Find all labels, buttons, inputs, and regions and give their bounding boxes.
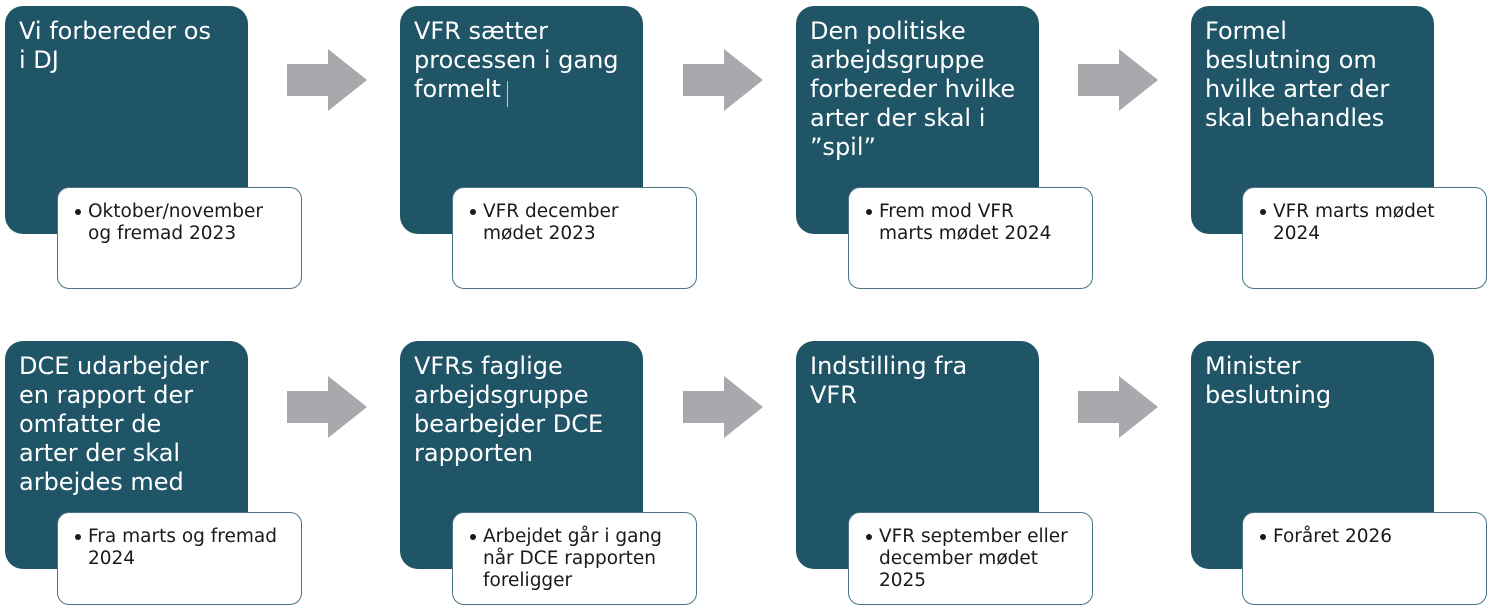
step-7-detail-box[interactable]: VFR september eller december mødet 2025 bbox=[848, 512, 1093, 605]
step-3-title: Den politiske arbejdsgruppe forbereder h… bbox=[810, 17, 1016, 161]
step-8-title: Minister beslutning bbox=[1205, 352, 1332, 409]
step-7-title: Indstilling fra VFR bbox=[810, 352, 968, 409]
arrow-right-icon bbox=[287, 49, 367, 111]
step-2-detail-text: VFR december mødet 2023 bbox=[483, 201, 619, 244]
step-5-detail-box[interactable]: Fra marts og fremad 2024 bbox=[57, 512, 302, 605]
step-4-detail-text: VFR marts mødet 2024 bbox=[1273, 201, 1435, 244]
step-1-title: Vi forbereder os i DJ bbox=[19, 17, 211, 74]
step-2-detail-box[interactable]: VFR december mødet 2023 bbox=[452, 187, 697, 289]
bullet-icon bbox=[1259, 526, 1273, 548]
step-3-detail-text: Frem mod VFR marts mødet 2024 bbox=[879, 201, 1052, 244]
arrow-right-icon bbox=[683, 49, 763, 111]
arrow-right-icon bbox=[1078, 49, 1158, 111]
bullet-icon bbox=[865, 526, 879, 548]
arrow-right-icon bbox=[683, 376, 763, 438]
bullet-icon bbox=[865, 201, 879, 223]
step-8-detail-text: Foråret 2026 bbox=[1273, 526, 1393, 547]
bullet-icon bbox=[1259, 201, 1273, 223]
step-2-title: VFR sætter processen i gang formelt bbox=[414, 17, 619, 103]
bullet-icon bbox=[74, 526, 88, 548]
step-6-detail-box[interactable]: Arbejdet går i gang når DCE rapporten fo… bbox=[452, 512, 697, 605]
step-3-detail-box[interactable]: Frem mod VFR marts mødet 2024 bbox=[848, 187, 1093, 289]
step-6-title: VFRs faglige arbejdsgruppe bearbejder DC… bbox=[414, 352, 604, 467]
step-1-detail-text: Oktober/november og fremad 2023 bbox=[88, 201, 263, 244]
step-4-detail-box[interactable]: VFR marts mødet 2024 bbox=[1242, 187, 1487, 289]
step-5-detail-text: Fra marts og fremad 2024 bbox=[88, 526, 277, 569]
step-7-detail-text: VFR september eller december mødet 2025 bbox=[879, 526, 1068, 591]
step-1-detail-box[interactable]: Oktober/november og fremad 2023 bbox=[57, 187, 302, 289]
step-4-title: Formel beslutning om hvilke arter der sk… bbox=[1205, 17, 1390, 132]
arrow-right-icon bbox=[1078, 376, 1158, 438]
bullet-icon bbox=[469, 526, 483, 548]
step-8-detail-box[interactable]: Foråret 2026 bbox=[1242, 512, 1487, 605]
bullet-icon bbox=[74, 201, 88, 223]
text-cursor bbox=[507, 81, 508, 107]
step-5-box[interactable]: DCE udarbejder en rapport der omfatter d… bbox=[5, 341, 248, 569]
bullet-icon bbox=[469, 201, 483, 223]
step-5-title: DCE udarbejder en rapport der omfatter d… bbox=[19, 352, 209, 496]
step-6-detail-text: Arbejdet går i gang når DCE rapporten fo… bbox=[483, 526, 662, 591]
arrow-right-icon bbox=[287, 376, 367, 438]
